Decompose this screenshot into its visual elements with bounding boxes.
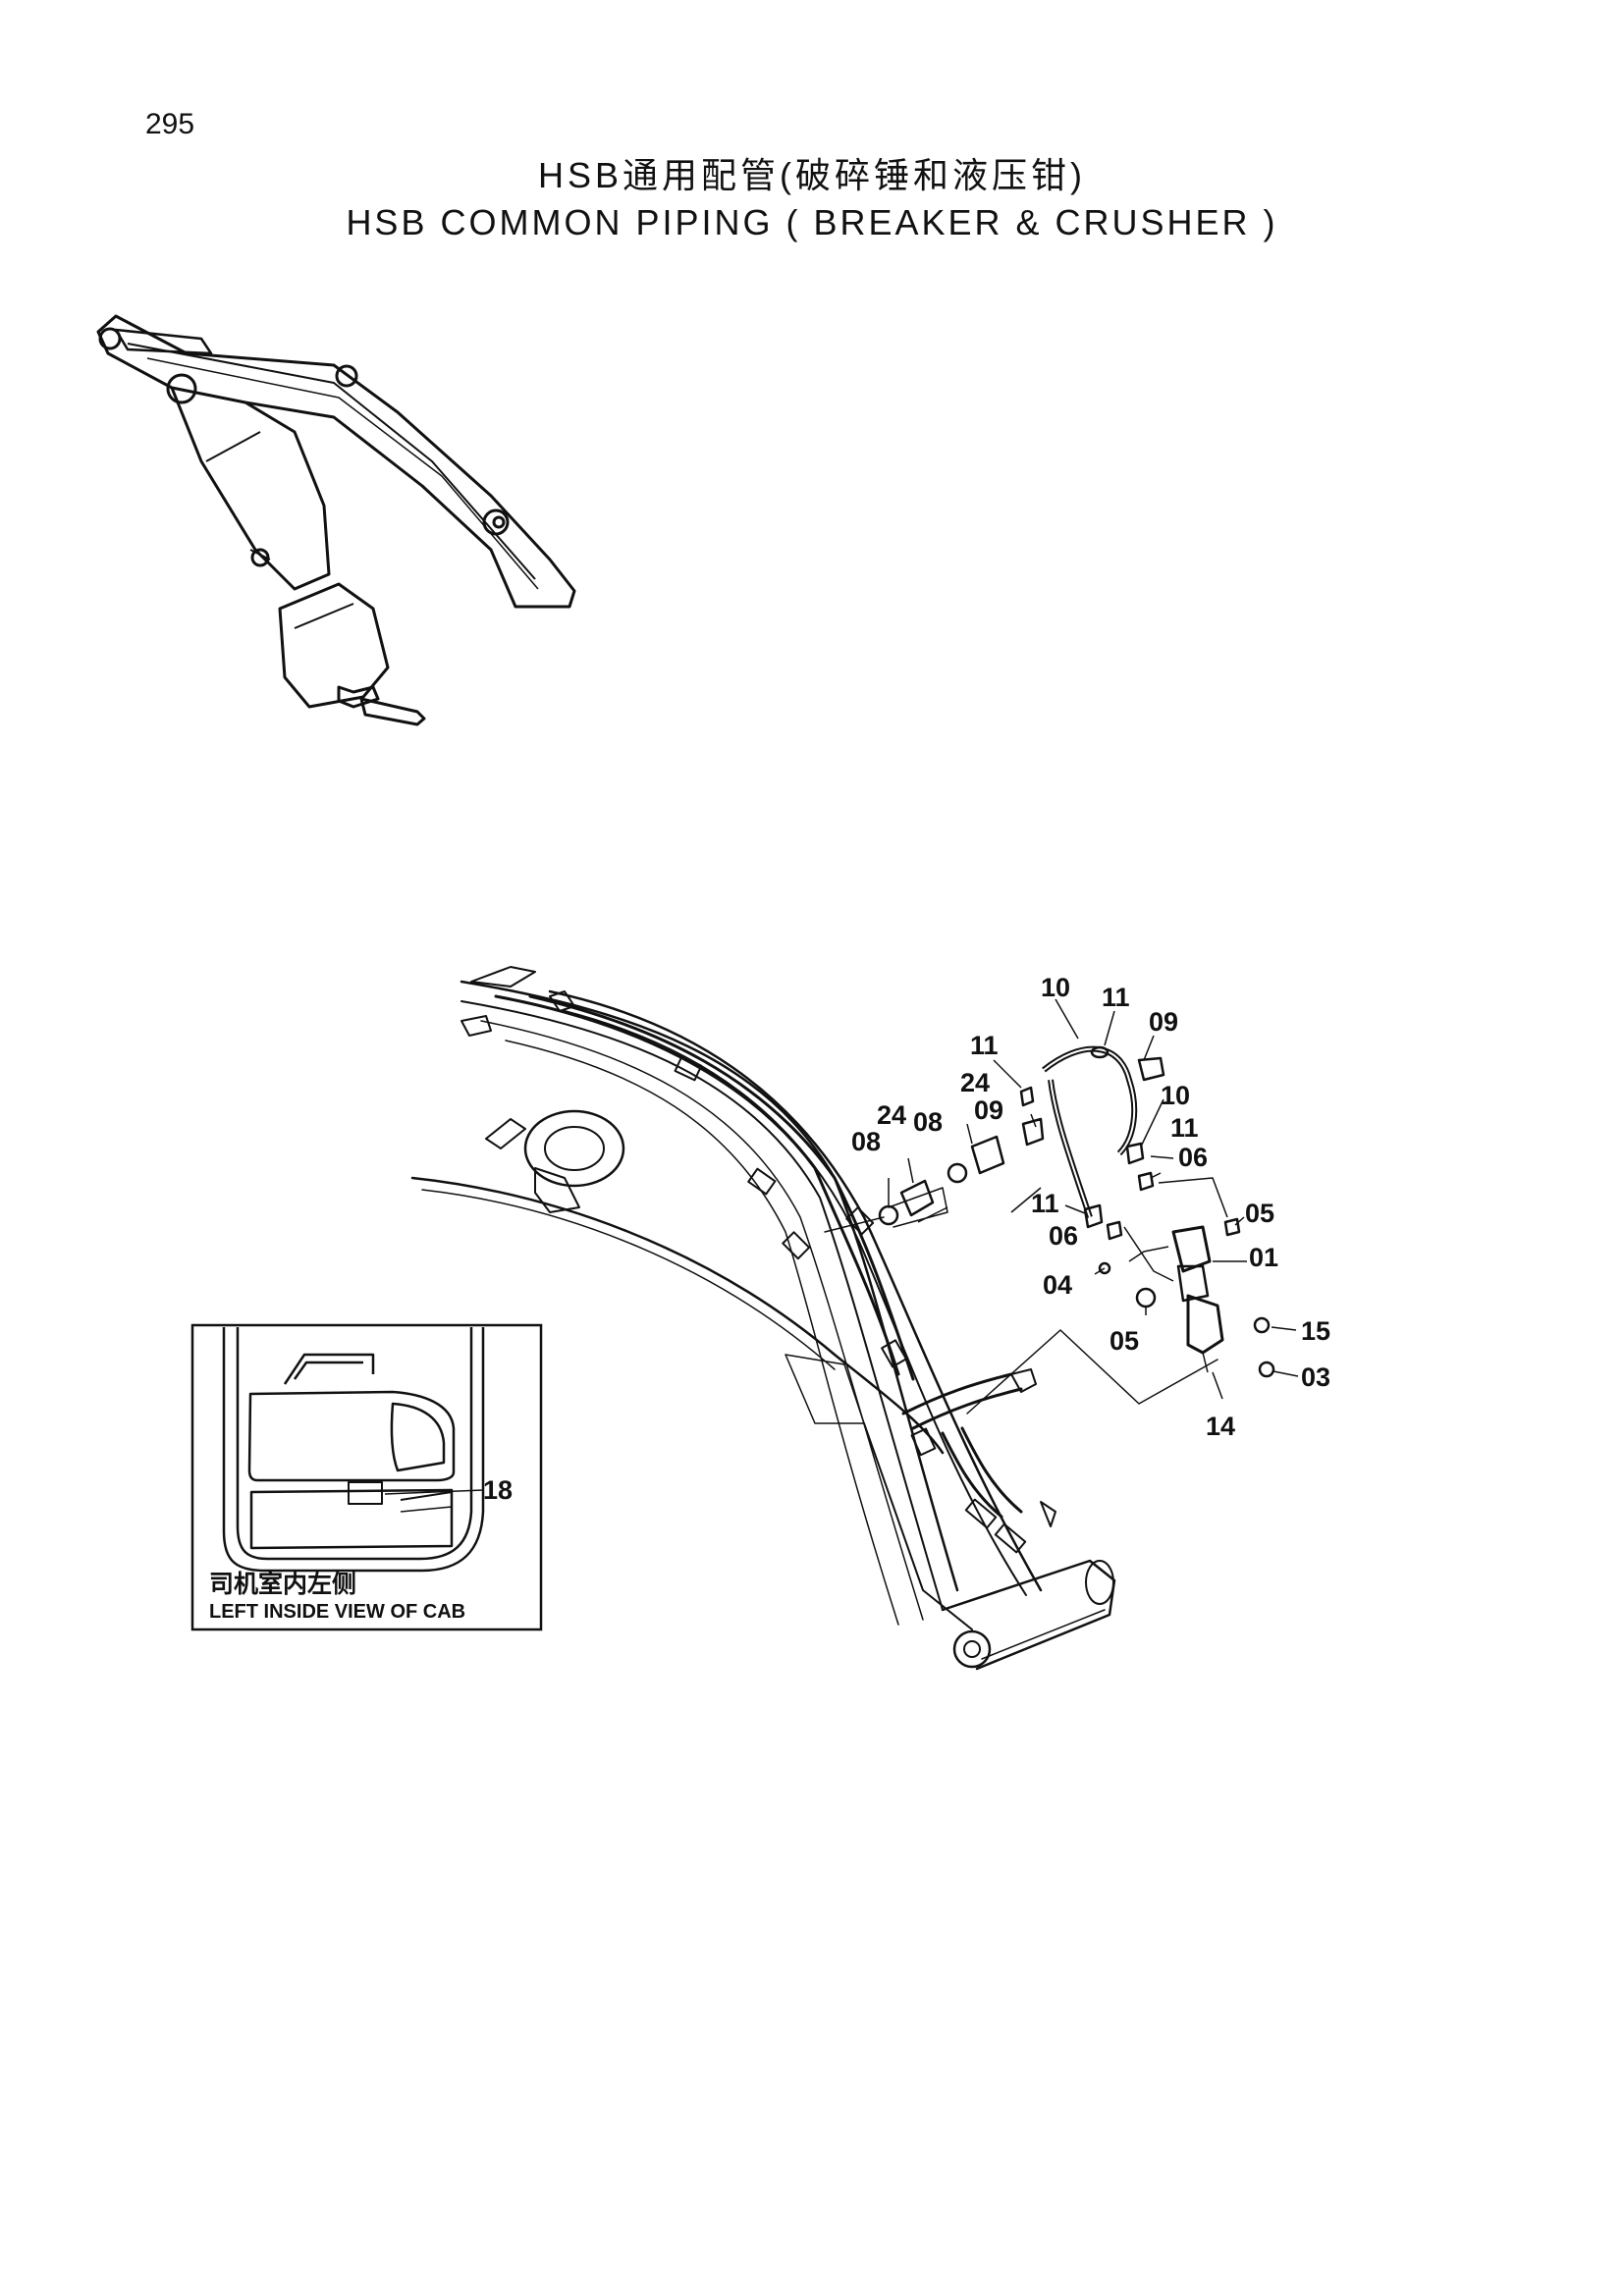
callout-06: 06: [1178, 1143, 1208, 1172]
cab-inset: 18 司机室内左侧 LEFT INSIDE VIEW OF CAB: [190, 1323, 543, 1631]
page-number: 295: [145, 108, 195, 140]
title-english: HSB COMMON PIPING ( BREAKER & CRUSHER ): [346, 202, 1278, 242]
callout-labels: 10 11 09 11 24 08 24 08 09 10 11 06 11 0…: [851, 973, 1330, 1441]
callout-09: 09: [974, 1095, 1003, 1125]
callout-03: 03: [1301, 1362, 1330, 1392]
inset-label-english: LEFT INSIDE VIEW OF CAB: [209, 1601, 465, 1623]
title-chinese: HSB通用配管(破碎锤和液压钳): [538, 155, 1086, 195]
callout-05: 05: [1245, 1199, 1274, 1228]
callout-24: 24: [960, 1068, 990, 1097]
callout-11: 11: [970, 1031, 999, 1060]
callout-24: 24: [877, 1100, 906, 1130]
callout-08: 08: [913, 1107, 943, 1137]
callout-15: 15: [1301, 1316, 1330, 1346]
callout-10: 10: [1041, 973, 1070, 1002]
callout-11: 11: [1102, 983, 1130, 1012]
callout-leaders: [888, 998, 1299, 1400]
callout-06: 06: [1049, 1221, 1078, 1251]
inset-label-chinese: 司机室内左侧: [209, 1570, 356, 1598]
callout-05: 05: [1110, 1326, 1139, 1356]
callout-01: 01: [1249, 1243, 1278, 1272]
callout-08: 08: [851, 1127, 881, 1156]
callout-09: 09: [1149, 1007, 1178, 1037]
callout-04: 04: [1043, 1270, 1072, 1300]
exploded-fittings: [878, 1045, 1275, 1378]
callout-18: 18: [483, 1475, 513, 1505]
callout-11: 11: [1170, 1113, 1199, 1143]
overview-boom-drawing: [96, 314, 576, 726]
main-boom-drawing: [410, 966, 1218, 1671]
callout-10: 10: [1161, 1081, 1190, 1110]
callout-11: 11: [1031, 1189, 1059, 1218]
callout-14: 14: [1206, 1412, 1235, 1441]
